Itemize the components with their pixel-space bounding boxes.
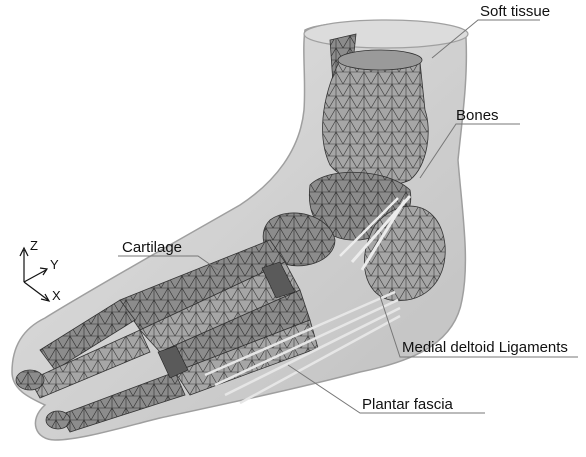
cartilage-label: Cartilage	[122, 239, 182, 256]
plantar-fascia-label: Plantar fascia	[362, 396, 454, 413]
y-axis-label: Y	[50, 257, 59, 272]
soft-tissue-label: Soft tissue	[480, 3, 550, 20]
z-axis-label: Z	[30, 238, 38, 253]
x-axis-label: X	[52, 288, 61, 303]
coordinate-axes	[20, 248, 49, 301]
bones-label: Bones	[456, 107, 499, 124]
medial-deltoid-label: Medial deltoid Ligaments	[402, 339, 568, 356]
